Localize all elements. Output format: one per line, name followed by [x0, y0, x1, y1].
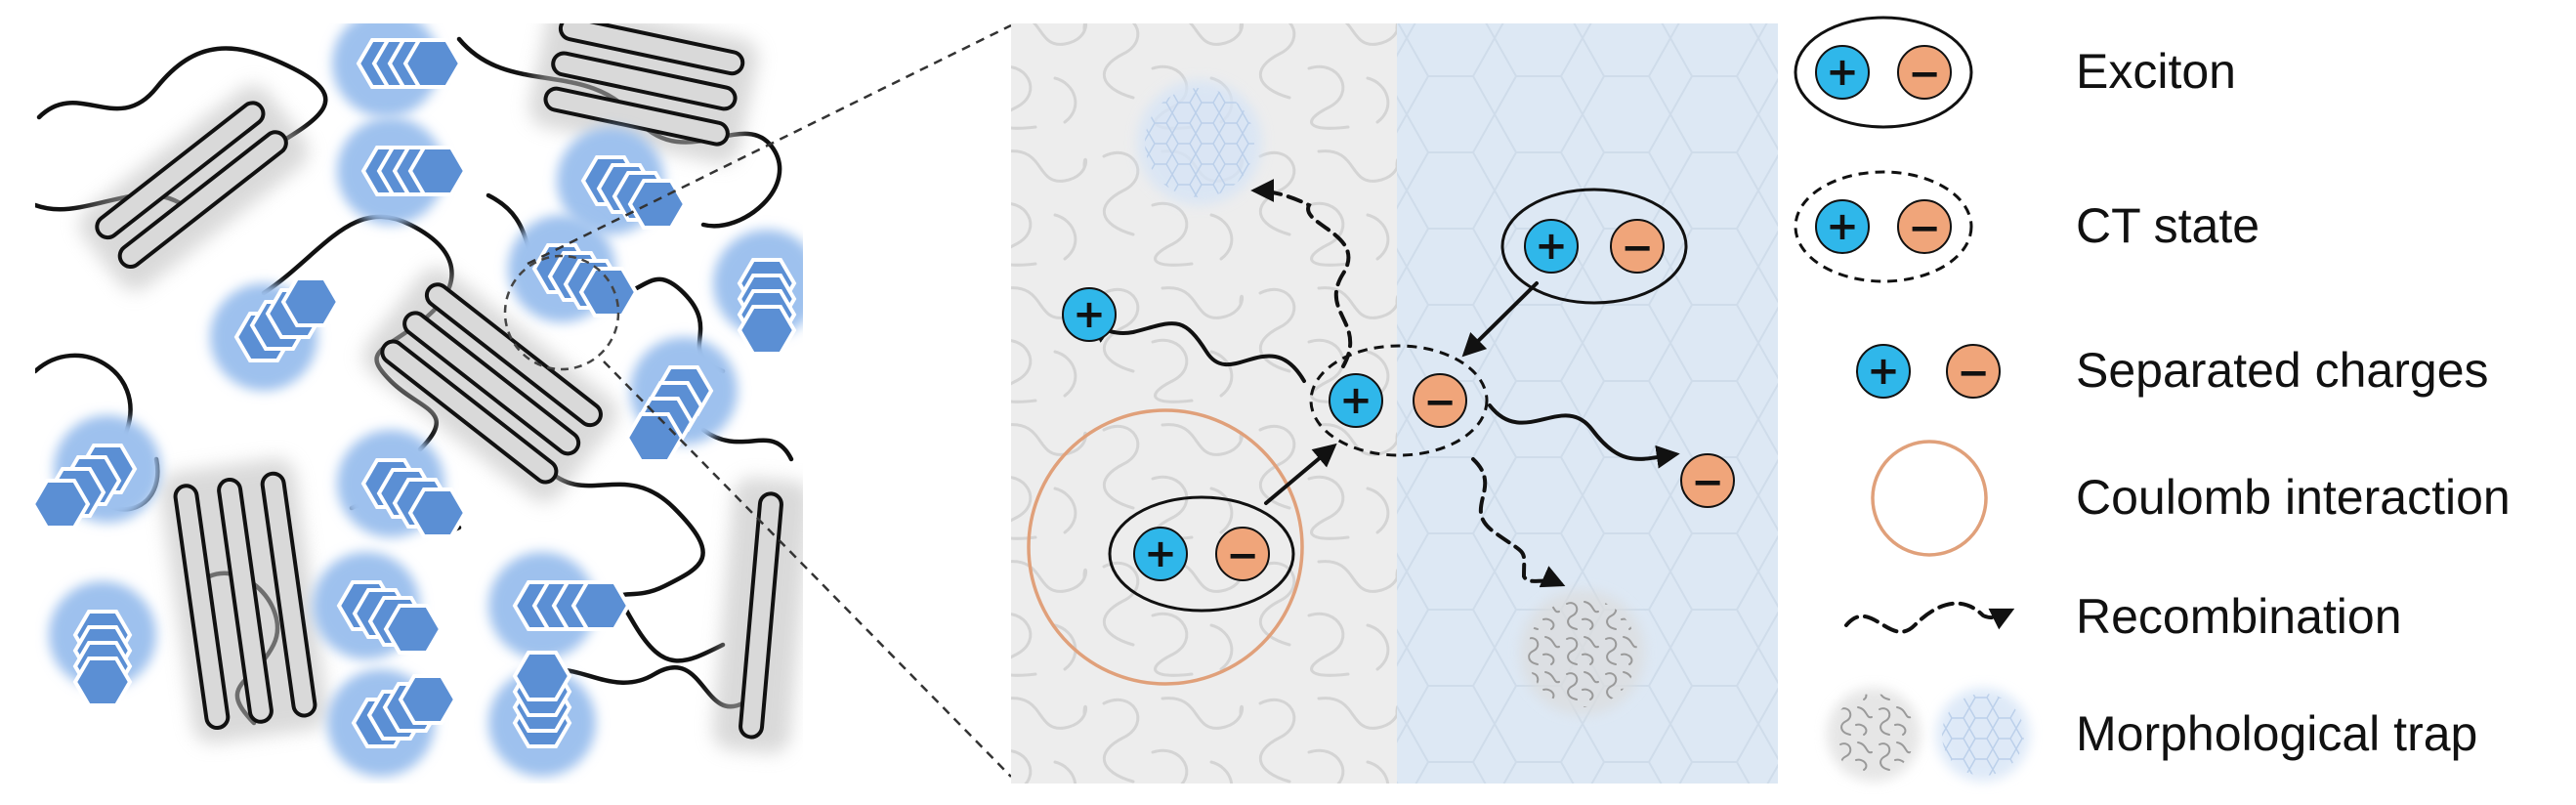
trap-donor-bottom	[1520, 590, 1645, 715]
electron-sign: −	[1226, 533, 1259, 578]
legend-trap: Morphological trap	[1827, 688, 2477, 782]
free-electron: −	[1680, 453, 1735, 508]
hole-sign: +	[1339, 378, 1372, 423]
legend-exciton-label: Exciton	[2076, 44, 2236, 99]
legend-coulomb: Coulomb interaction	[1871, 440, 2511, 557]
coulomb-circle	[1027, 408, 1304, 686]
legend-ct-state: + − CT state	[1794, 170, 2259, 283]
donor-crystallites	[79, 23, 803, 754]
svg-text:+: +	[1867, 349, 1900, 394]
exciton-acceptor: + −	[1500, 188, 1688, 305]
legend-coulomb-label: Coulomb interaction	[2076, 470, 2511, 525]
svg-text:+: +	[1826, 50, 1859, 95]
legend-separated-charges: + − Separated charges	[1856, 343, 2489, 399]
process-arrows	[1088, 179, 1680, 588]
hole-sign: +	[1144, 531, 1177, 576]
ct-state: + −	[1309, 344, 1489, 457]
legend-ct-state-label: CT state	[2076, 198, 2259, 253]
electron-sign: −	[1423, 380, 1457, 425]
exciton-donor: + −	[1108, 495, 1295, 613]
svg-text:−: −	[1957, 351, 1990, 396]
legend: + − Exciton + − CT state + − Separated c…	[1794, 16, 2511, 782]
hole-sign: +	[1535, 224, 1568, 269]
legend-separated-label: Separated charges	[2076, 343, 2489, 398]
acceptor-stacks	[35, 23, 803, 777]
legend-recombination: Recombination	[1844, 589, 2402, 644]
zoom-connectors	[527, 23, 1012, 778]
electron-sign: −	[1621, 226, 1654, 271]
free-hole: +	[1062, 287, 1117, 342]
legend-exciton: + − Exciton	[1794, 16, 2236, 129]
legend-trap-label: Morphological trap	[2076, 706, 2477, 761]
morphology-panel	[35, 23, 803, 784]
zoom-region	[503, 254, 620, 371]
svg-text:−: −	[1908, 206, 1941, 251]
interface-panel: + − + − + − + −	[1011, 23, 1778, 784]
svg-text:+: +	[1073, 292, 1106, 337]
legend-recombination-label: Recombination	[2076, 589, 2402, 644]
svg-text:−: −	[1908, 52, 1941, 97]
svg-text:−: −	[1691, 460, 1724, 505]
trap-acceptor-top	[1137, 80, 1262, 205]
svg-text:+: +	[1826, 204, 1859, 249]
